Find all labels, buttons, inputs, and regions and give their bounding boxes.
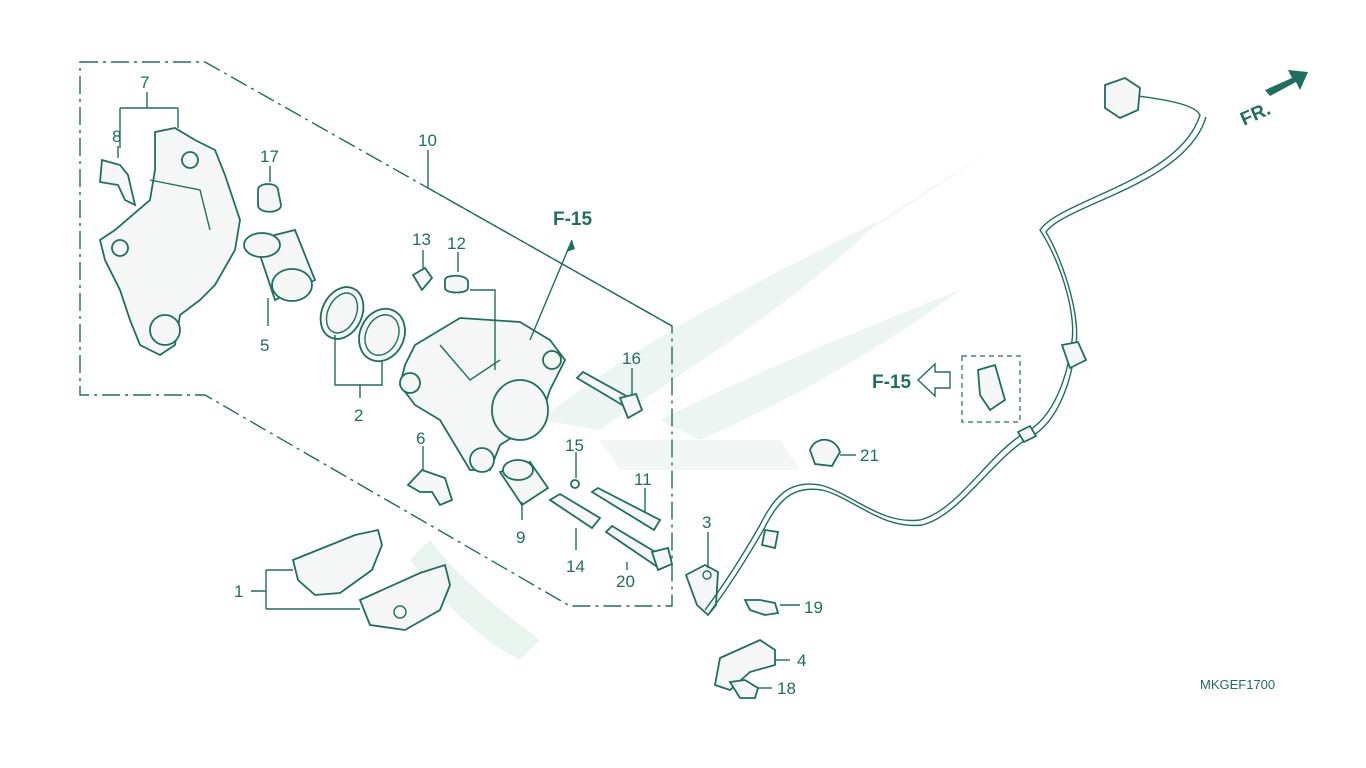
label-3: 3 [702, 513, 711, 532]
part-7-caliper-bracket[interactable] [98, 127, 241, 357]
sensor-wire-harness [704, 94, 1207, 613]
label-15: 15 [565, 436, 584, 455]
part-16-pin-bolt[interactable] [575, 370, 644, 420]
label-21: 21 [860, 446, 879, 465]
part-9-boot[interactable] [498, 459, 550, 507]
label-4: 4 [797, 651, 806, 670]
reference-leader-line [529, 239, 573, 341]
part-20-bolt[interactable] [604, 524, 674, 572]
part-10-caliper-body[interactable] [399, 317, 567, 473]
label-16: 16 [622, 349, 641, 368]
label-2: 2 [354, 406, 363, 425]
part-2-piston-seals[interactable] [312, 280, 413, 369]
part-5-piston[interactable] [243, 228, 317, 302]
part-6-pad-spring[interactable] [406, 468, 454, 507]
front-direction-arrow-icon [1265, 70, 1308, 96]
label-12: 12 [447, 234, 466, 253]
label-5: 5 [260, 336, 269, 355]
label-8: 8 [112, 127, 121, 146]
part-21-clamp[interactable] [809, 438, 841, 467]
label-14: 14 [566, 557, 585, 576]
front-direction-label: FR. [1237, 99, 1274, 131]
label-7: 7 [140, 73, 149, 92]
part-14-sleeve[interactable] [548, 492, 602, 530]
label-11: 11 [634, 470, 652, 489]
label-6: 6 [416, 429, 425, 448]
arrowhead-icon [566, 240, 575, 252]
part-12-bleeder-valve[interactable] [444, 274, 469, 294]
label-17: 17 [260, 147, 279, 166]
label-20: 20 [616, 572, 635, 591]
part-connector[interactable] [1104, 77, 1141, 120]
part-13-bleeder-screw[interactable] [411, 266, 434, 292]
part-15-plug[interactable] [570, 479, 580, 489]
clamp-reference-box [961, 355, 1021, 423]
leader-lines [117, 92, 856, 689]
reference-arrow-icon [916, 362, 951, 398]
part-1-brake-pads[interactable] [291, 528, 451, 631]
assembly-outline [79, 61, 673, 607]
part-8-pad-spring-clip[interactable] [99, 158, 137, 207]
label-10: 10 [418, 131, 437, 150]
part-4-sensor-bracket[interactable] [713, 638, 776, 692]
label-18: 18 [777, 679, 796, 698]
label-19: 19 [804, 598, 823, 617]
part-17-bleeder-cap[interactable] [257, 183, 282, 213]
part-18-bolt[interactable] [728, 679, 760, 699]
clamp-reference-part [977, 363, 1007, 412]
label-13: 13 [412, 230, 431, 249]
label-9: 9 [516, 528, 525, 547]
part-11-pin[interactable] [590, 486, 662, 532]
label-1: 1 [234, 582, 243, 601]
diagram-code: MKGEF1700 [1200, 677, 1275, 692]
reference-f15-top: F-15 [553, 209, 593, 230]
part-19-bolt[interactable] [743, 599, 780, 616]
reference-f15-right: F-15 [872, 372, 912, 393]
